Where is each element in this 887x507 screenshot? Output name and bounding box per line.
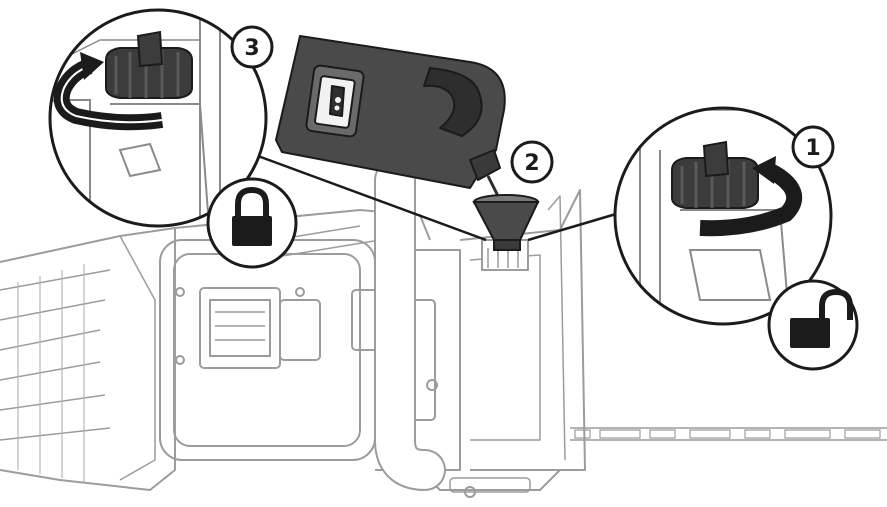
callout-close-cap <box>48 8 268 228</box>
chain-bar <box>570 427 887 441</box>
step-number-1: 1 <box>805 136 820 161</box>
callout-lines <box>257 154 617 242</box>
oil-bottle <box>275 35 506 189</box>
callout-open-cap <box>613 106 833 326</box>
rotate-arrow-close-icon <box>53 52 164 131</box>
step-badge-2: 2 <box>510 140 554 184</box>
step-badge-3: 3 <box>230 25 274 69</box>
step-badge-1: 1 <box>791 125 835 169</box>
funnel <box>472 194 540 251</box>
oil-cap-left <box>105 30 193 99</box>
step-number-3: 3 <box>244 36 259 61</box>
oil-cap-right <box>671 140 759 209</box>
unlocked-padlock-icon <box>767 279 859 371</box>
step-number-2: 2 <box>524 151 539 176</box>
rotate-arrow-open-icon <box>699 156 803 237</box>
locked-padlock-icon <box>206 177 298 269</box>
